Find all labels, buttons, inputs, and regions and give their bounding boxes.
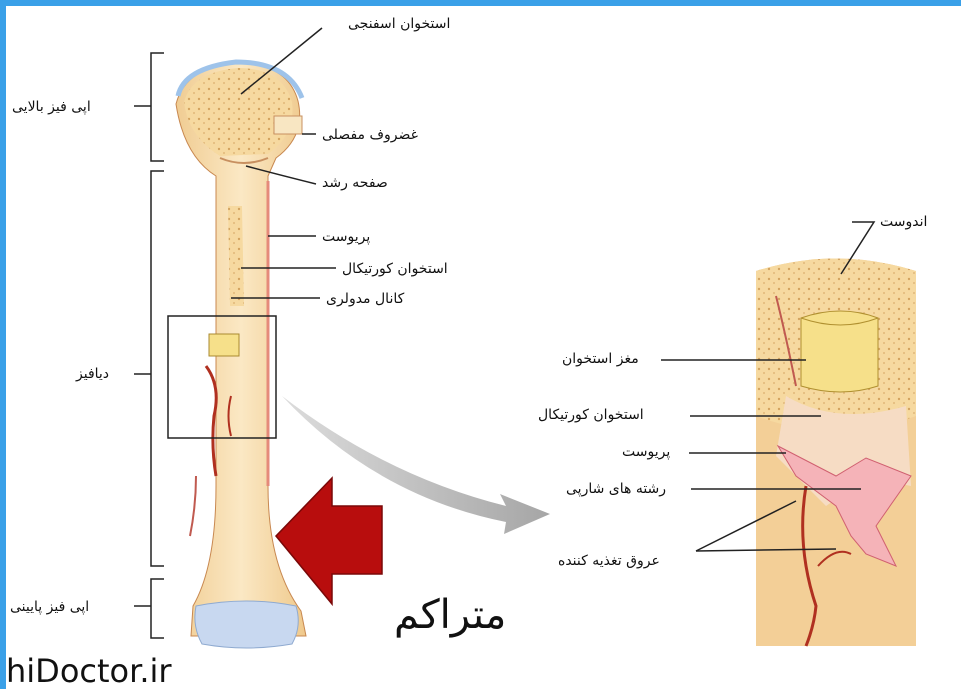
red-arrow bbox=[276, 478, 382, 604]
label-diaphysis: دیافیز bbox=[76, 365, 109, 383]
label-periosteum: پریوست bbox=[322, 228, 370, 246]
label-nutrient-vessels: عروق تغذیه کننده bbox=[558, 552, 660, 570]
watermark: hiDoctor.ir bbox=[6, 652, 172, 689]
bone-illustration bbox=[6, 6, 961, 689]
label-spongy-bone: استخوان اسفنجی bbox=[348, 15, 450, 33]
diagram-canvas: استخوان اسفنجی اپی فیز بالایی غضروف مفصل… bbox=[6, 6, 961, 689]
label-distal-epiphysis: اپی فیز پایینی bbox=[10, 598, 89, 616]
label-proximal-epiphysis: اپی فیز بالایی bbox=[12, 98, 91, 116]
annotation-text: متراکم bbox=[394, 592, 506, 638]
label-articular-cartilage: غضروف مفصلی bbox=[322, 126, 418, 144]
label-bone-marrow: مغز استخوان bbox=[562, 350, 639, 368]
label-growth-plate: صفحه رشد bbox=[322, 174, 388, 192]
label-cortical-bone: استخوان کورتیکال bbox=[342, 260, 448, 278]
long-bone bbox=[176, 62, 306, 648]
label-periosteum-2: پریوست bbox=[622, 443, 670, 461]
label-sharpey-fibers: رشته های شارپی bbox=[566, 480, 666, 498]
label-medullary-canal: کانال مدولری bbox=[326, 290, 404, 308]
brackets bbox=[134, 53, 164, 638]
label-endosteum: اندوست bbox=[880, 213, 927, 231]
label-cortical-bone-2: استخوان کورتیکال bbox=[538, 406, 644, 424]
